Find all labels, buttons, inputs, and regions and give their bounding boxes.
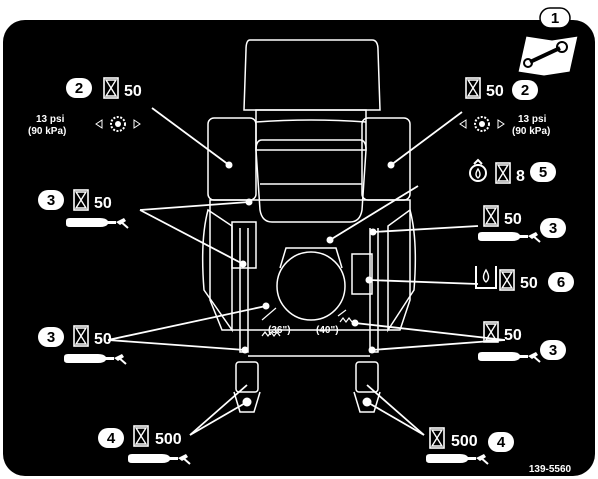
svg-text:13 psi: 13 psi: [518, 114, 547, 125]
callout-grease-right-upper: 50 3: [477, 205, 566, 243]
callout-fuel-filter: 50 6: [475, 266, 574, 292]
part-number: 139-5560: [529, 464, 572, 475]
svg-text:5: 5: [539, 164, 547, 181]
svg-text:6: 6: [557, 274, 565, 291]
springs: [261, 307, 353, 337]
mower-outline: [201, 39, 417, 413]
callout-tire-right: 50 2 13 psi (90 kPa): [459, 77, 550, 137]
svg-text:2: 2: [75, 80, 83, 97]
svg-text:3: 3: [549, 220, 557, 237]
spring-label-right: (40"): [316, 325, 339, 336]
svg-text:50: 50: [94, 195, 112, 212]
svg-text:50: 50: [520, 275, 538, 292]
svg-text:50: 50: [504, 211, 522, 228]
svg-text:4: 4: [497, 434, 506, 451]
svg-text:3: 3: [549, 342, 557, 359]
svg-text:500: 500: [451, 433, 478, 450]
callout-caster-right: 500 4: [425, 427, 514, 465]
svg-text:8: 8: [516, 168, 525, 185]
svg-text:1: 1: [551, 10, 559, 27]
leader-lines: [107, 107, 506, 436]
svg-text:(90 kPa): (90 kPa): [512, 126, 550, 137]
svg-text:50: 50: [486, 83, 504, 100]
manual-callout: 1: [517, 7, 579, 77]
oil-drop-icon: [469, 158, 487, 182]
svg-text:13 psi: 13 psi: [36, 114, 65, 125]
svg-text:3: 3: [47, 192, 55, 209]
svg-text:3: 3: [47, 329, 55, 346]
callout-grease-left-upper: 3 50: [38, 189, 129, 229]
callout-engine-oil: 8 5: [469, 158, 556, 185]
spring-label-left: (36"): [268, 325, 291, 336]
callout-grease-left-lower: 3 50: [38, 325, 127, 365]
tire-pressure-icon: [459, 116, 505, 132]
tire-pressure-icon: [95, 116, 141, 132]
fuel-filter-icon: [475, 266, 497, 289]
svg-text:2: 2: [521, 82, 529, 99]
svg-text:(90 kPa): (90 kPa): [28, 126, 66, 137]
callout-caster-left: 4 500: [98, 425, 191, 465]
callout-tire-left: 2 50 13 psi (90 kPa): [28, 77, 142, 137]
svg-text:50: 50: [504, 327, 522, 344]
svg-text:500: 500: [155, 431, 182, 448]
wrench-book-icon: [517, 35, 579, 77]
callout-grease-right-lower: 50 3: [477, 321, 566, 363]
svg-text:50: 50: [124, 83, 142, 100]
svg-text:50: 50: [94, 331, 112, 348]
svg-text:4: 4: [107, 430, 116, 447]
